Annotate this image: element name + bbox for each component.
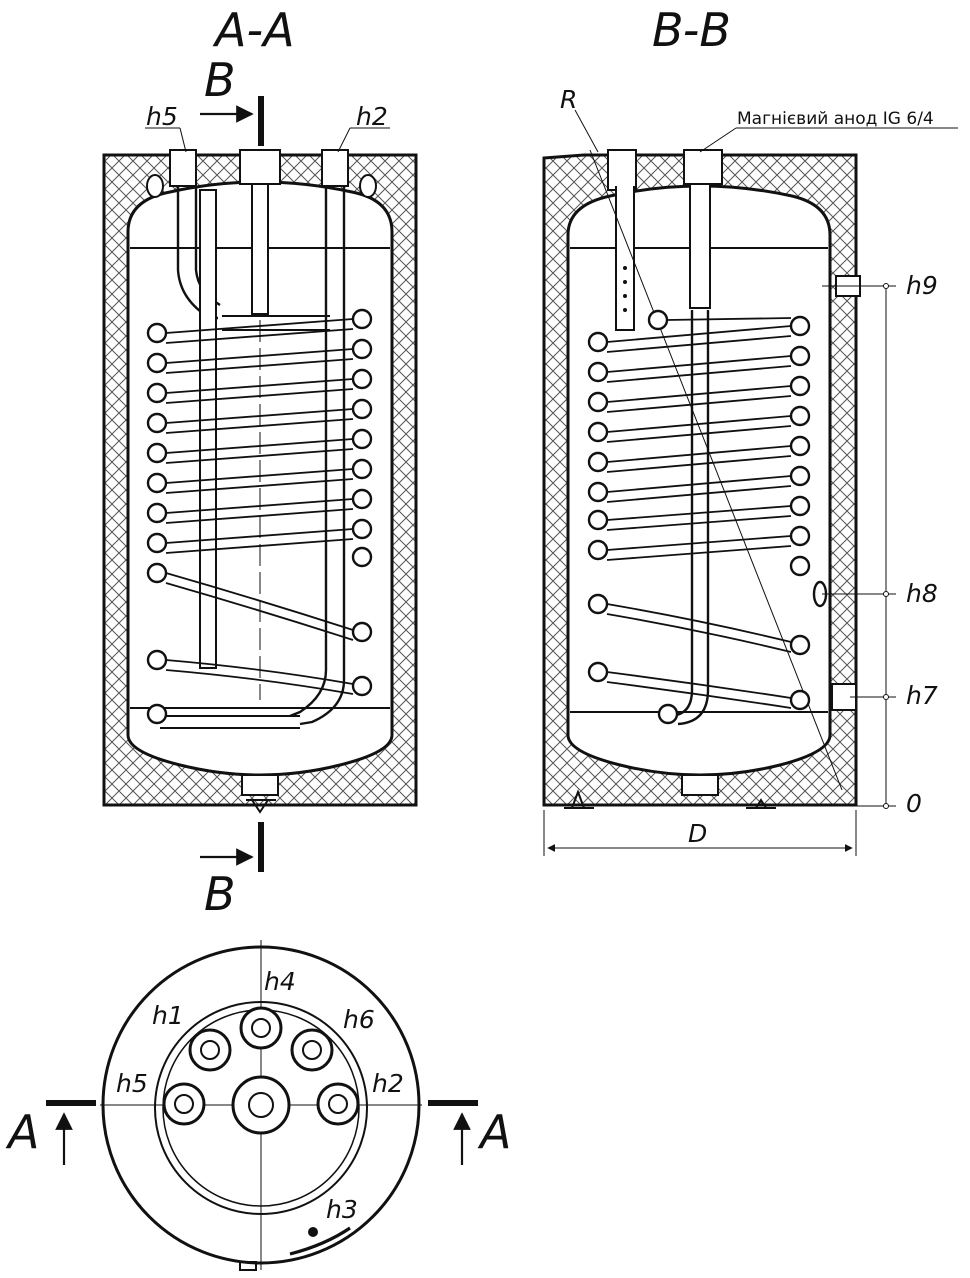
bb-dip-tube [615,186,635,331]
aa-cut-marker-bottom: B [200,822,264,921]
section-bb-title: B-B [652,3,731,57]
bb-bottom-fitting [681,774,719,796]
section-bb-view: B-B [542,3,958,856]
bb-label-zero: 0 [906,789,922,818]
aa-top-fitting-left [169,149,197,187]
bb-anode-rod [689,183,711,309]
section-aa-title: A-A [212,3,295,57]
aa-label-h2: h2 [356,102,388,131]
top-view: h4 h1 h6 h5 h2 h3 A A [5,940,511,1271]
top-cut-marker-left: A [5,1100,96,1165]
aa-top-fitting-center [239,149,281,185]
section-aa-view: A-A [102,3,418,921]
top-cut-marker-right: A [428,1100,511,1165]
bb-label-h8: h8 [906,579,938,608]
top-cut-label-left: A [5,1105,39,1159]
bb-label-h9: h9 [906,271,938,300]
aa-cut-label-top: B [204,53,236,107]
aa-coil-left [146,322,168,725]
top-label-h2: h2 [372,1069,404,1098]
bb-coil-right [647,309,811,725]
aa-cut-marker-top: B [200,53,264,146]
bb-top-fitting-left [607,149,637,191]
bb-label-h7: h7 [906,681,938,710]
aa-top-fitting-right [321,149,349,187]
aa-cut-label-bottom: B [204,867,236,921]
aa-coil-right [351,308,373,697]
aa-bottom-fitting [241,774,279,796]
top-label-h6: h6 [343,1005,375,1034]
aa-right-pipe [289,186,328,718]
aa-lug-left [146,174,164,198]
top-label-h4: h4 [264,967,296,996]
bb-anode-label: Магнієвий анод IG 6/4 [737,109,934,129]
bb-label-r: R [560,85,577,114]
top-label-h1: h1 [152,1001,184,1030]
top-h3-port [308,1227,318,1237]
top-label-h5: h5 [116,1069,148,1098]
aa-lug-right [359,174,377,198]
aa-label-h5: h5 [146,102,178,131]
top-cut-label-right: A [477,1105,511,1159]
bb-top-fitting-anode [683,149,723,185]
top-connections [162,1006,360,1135]
aa-center-rod [251,183,269,315]
top-label-h3: h3 [326,1195,358,1224]
bb-label-d: D [688,819,707,848]
